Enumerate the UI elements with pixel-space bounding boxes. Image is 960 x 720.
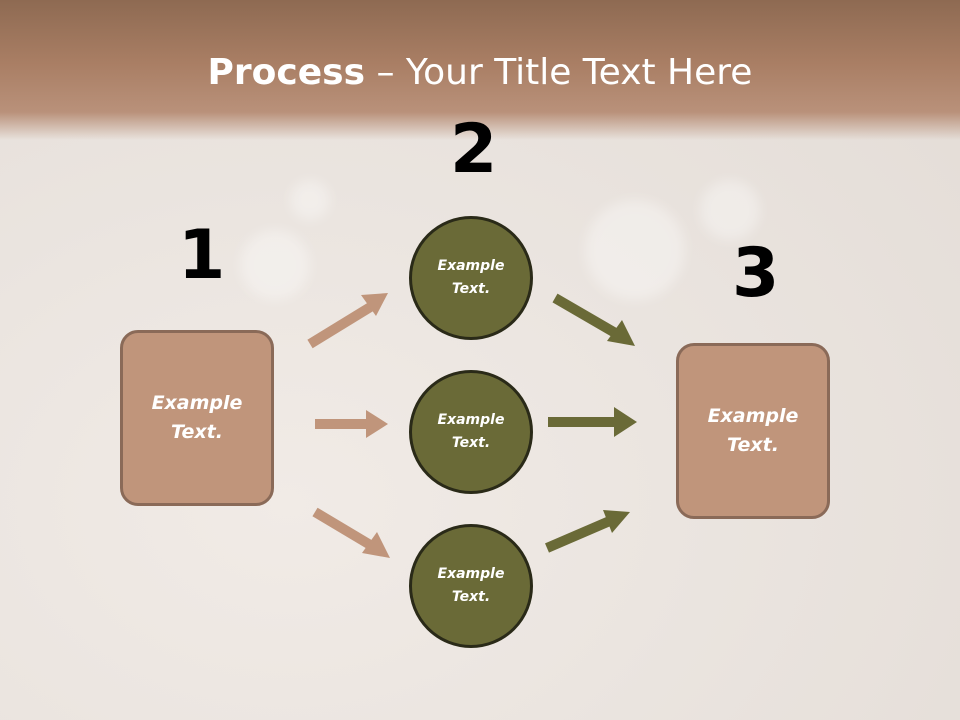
step-number-3: 3 — [732, 234, 780, 313]
end-box-line1: Example — [707, 405, 799, 427]
circle-2-line1: Example — [437, 412, 505, 428]
arrow-to-circle-1 — [307, 293, 388, 349]
step-number-1: 1 — [178, 216, 226, 295]
circle-2-line2: Text. — [451, 435, 491, 451]
bokeh-light — [585, 200, 685, 300]
arrow-from-circle-2 — [548, 407, 637, 437]
bokeh-light — [290, 180, 330, 220]
middle-circle-3: Example Text. — [409, 524, 533, 648]
slide-title: Process – Your Title Text Here — [0, 52, 960, 93]
title-rest: – Your Title Text Here — [365, 52, 753, 93]
circle-1-line2: Text. — [451, 281, 491, 297]
middle-circle-2: Example Text. — [409, 370, 533, 494]
arrow-from-circle-3 — [545, 510, 630, 553]
start-box: Example Text. — [120, 330, 274, 506]
circle-3-line1: Example — [437, 566, 505, 582]
arrow-to-circle-2 — [315, 410, 388, 438]
step-number-2: 2 — [450, 110, 498, 189]
end-box: Example Text. — [676, 343, 830, 519]
arrow-to-circle-3 — [312, 507, 390, 558]
title-bold: Process — [207, 52, 366, 93]
start-box-line1: Example — [151, 392, 243, 414]
bokeh-light — [700, 180, 760, 240]
middle-circle-1: Example Text. — [409, 216, 533, 340]
start-box-line2: Text. — [171, 421, 223, 443]
circle-3-line2: Text. — [451, 589, 491, 605]
circle-1-line1: Example — [437, 258, 505, 274]
arrow-from-circle-1 — [552, 293, 635, 346]
end-box-line2: Text. — [727, 434, 779, 456]
header-band — [0, 0, 960, 140]
bokeh-light — [240, 230, 310, 300]
